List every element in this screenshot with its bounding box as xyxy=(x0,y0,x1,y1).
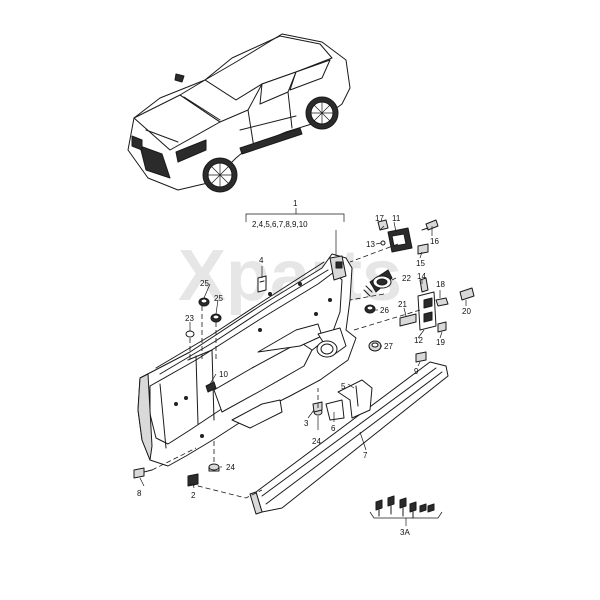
callout-26: 26 xyxy=(380,306,389,315)
plug-24-a xyxy=(208,463,220,472)
bracket-5-6 xyxy=(325,379,373,421)
callout-15: 15 xyxy=(416,259,425,268)
hinge-lower xyxy=(399,277,449,333)
callout-25-a: 25 xyxy=(200,279,209,288)
callout-9: 9 xyxy=(414,367,419,376)
clip-4 xyxy=(257,275,267,293)
door-shell xyxy=(137,253,357,467)
callout-19: 19 xyxy=(436,338,445,347)
sill-trim-strip xyxy=(249,361,449,515)
dashed-leaders xyxy=(151,243,421,499)
callout-27: 27 xyxy=(384,342,393,351)
leader-lines xyxy=(139,221,467,489)
callout-labels: 1 2,4,5,6,7,8,9,10 2 3 3A 4 5 6 7 8 9 10… xyxy=(137,199,471,537)
callout-18: 18 xyxy=(436,280,445,289)
car-illustration xyxy=(127,33,351,193)
callout-20: 20 xyxy=(462,307,471,316)
screw-9 xyxy=(415,351,427,363)
rubber-plug-25-a xyxy=(198,297,210,307)
callout-1-subparts: 2,4,5,6,7,8,9,10 xyxy=(252,220,308,229)
rubber-plug-26 xyxy=(364,304,376,314)
plug-23 xyxy=(185,330,195,338)
clip-10 xyxy=(205,381,217,393)
callout-24-a: 24 xyxy=(226,463,235,472)
callout-8: 8 xyxy=(137,489,142,498)
callout-17: 17 xyxy=(375,214,384,223)
callout-1: 1 xyxy=(293,199,298,208)
screw-8 xyxy=(133,467,153,479)
callout-13: 13 xyxy=(366,240,375,249)
clip-2 xyxy=(187,473,199,487)
callout-10: 10 xyxy=(219,370,228,379)
callout-5: 5 xyxy=(341,382,346,391)
hinge-bracket-upper xyxy=(377,219,413,253)
bolt-3 xyxy=(312,401,323,413)
callout-3A: 3A xyxy=(400,528,410,537)
callout-12: 12 xyxy=(414,336,423,345)
screw-15 xyxy=(417,243,429,255)
callout-3: 3 xyxy=(304,419,309,428)
screw-16 xyxy=(421,219,439,231)
callout-bracket-1 xyxy=(245,208,345,256)
callout-4: 4 xyxy=(259,256,264,265)
bolt-20 xyxy=(459,287,475,301)
callout-14: 14 xyxy=(417,272,426,281)
rubber-plug-25-b xyxy=(210,313,222,323)
callout-bracket-3A xyxy=(369,511,443,526)
callout-23: 23 xyxy=(185,314,194,323)
callout-16: 16 xyxy=(430,237,439,246)
callout-2: 2 xyxy=(191,491,196,500)
callout-22: 22 xyxy=(402,274,411,283)
fastener-set-3A xyxy=(375,495,435,519)
wiring-grommet xyxy=(363,269,393,297)
callout-7: 7 xyxy=(363,451,368,460)
callout-21: 21 xyxy=(398,300,407,309)
callout-25-b: 25 xyxy=(214,294,223,303)
callout-24-b: 24 xyxy=(312,437,321,446)
callout-6: 6 xyxy=(331,424,336,433)
callout-11: 11 xyxy=(392,214,401,223)
grommet-27 xyxy=(368,340,382,352)
